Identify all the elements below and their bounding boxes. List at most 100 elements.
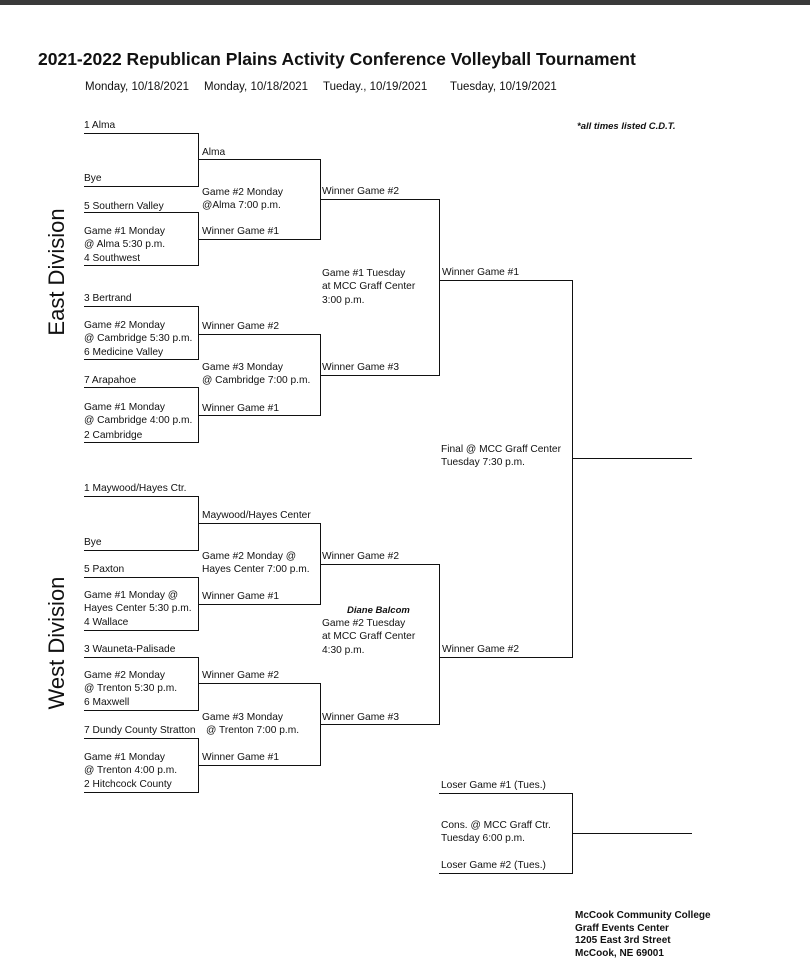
bracket-line — [439, 793, 573, 794]
team-slot: Winner Game #1 — [442, 267, 520, 278]
bracket-line — [198, 523, 321, 524]
team-slot: 1 Alma — [84, 120, 116, 131]
champion-line — [572, 458, 692, 459]
game-info: Game #2 Monday @ — [202, 551, 297, 562]
consolation-winner-line — [572, 833, 692, 834]
bracket-line — [198, 306, 199, 359]
bracket-line — [84, 550, 199, 551]
bracket-line — [84, 657, 199, 658]
bracket-line — [84, 265, 199, 266]
bracket-line — [439, 873, 573, 874]
time-zone-note: *all times listed C.D.T. — [577, 121, 676, 132]
top-edge-bar — [0, 0, 810, 5]
game-info: Hayes Center 5:30 p.m. — [84, 603, 192, 614]
team-slot: Bye — [84, 173, 102, 184]
game-info: @ Trenton 5:30 p.m. — [84, 683, 178, 694]
team-slot: Bye — [84, 537, 102, 548]
bracket-line — [84, 630, 199, 631]
bracket-line — [84, 306, 199, 307]
game-info: Game #2 Monday — [84, 670, 165, 681]
bracket-line — [84, 577, 199, 578]
bracket-line — [84, 186, 199, 187]
bracket-line — [439, 280, 573, 281]
bracket-line — [198, 239, 321, 240]
date-round-4: Tuesday, 10/19/2021 — [450, 81, 557, 93]
final-info: Tuesday 7:30 p.m. — [441, 457, 525, 468]
consolation-info: Tuesday 6:00 p.m. — [441, 833, 525, 844]
game-info: Game #1 Monday @ — [84, 590, 179, 601]
game-info: @ Cambridge 7:00 p.m. — [202, 375, 311, 386]
game-info: Game #2 Tuesday — [322, 618, 406, 629]
team-slot: Loser Game #1 (Tues.) — [441, 780, 546, 791]
team-slot: 7 Arapahoe — [84, 375, 137, 386]
game-info: 4:30 p.m. — [322, 645, 365, 656]
bracket-line — [84, 387, 199, 388]
team-slot: 7 Dundy County Stratton — [84, 725, 196, 736]
bracket-line — [198, 604, 321, 605]
team-slot: Winner Game #2 — [202, 670, 280, 681]
page-title: 2021-2022 Republican Plains Activity Con… — [38, 49, 636, 69]
bracket-line — [84, 792, 199, 793]
team-slot: 4 Southwest — [84, 253, 141, 264]
bracket-line — [84, 359, 199, 360]
team-slot: Winner Game #2 — [322, 186, 400, 197]
team-slot: Winner Game #1 — [202, 591, 280, 602]
game-info: at MCC Graff Center — [322, 631, 416, 642]
street-address: 1205 East 3rd Street — [575, 935, 671, 946]
team-slot: Winner Game #1 — [202, 226, 280, 237]
bracket-line — [439, 199, 440, 375]
final-info: Final @ MCC Graff Center — [441, 444, 561, 455]
bracket-line — [320, 724, 440, 725]
game-info: Game #1 Monday — [84, 402, 165, 413]
bracket-line — [320, 334, 321, 415]
venue-name: Graff Events Center — [575, 922, 669, 934]
bracket-line — [84, 133, 199, 134]
west-division-label: West Division — [44, 576, 69, 710]
team-slot: Winner Game #3 — [322, 712, 400, 723]
bracket-line — [84, 496, 199, 497]
college-name: McCook Community College — [575, 910, 711, 921]
bracket-line — [439, 657, 573, 658]
game-info: Game #3 Monday — [202, 712, 283, 723]
college-address: McCook Community College Graff Events Ce… — [575, 910, 711, 960]
game-info: Game #2 Monday — [84, 320, 165, 331]
game-info: @ Cambridge 4:00 p.m. — [84, 415, 193, 426]
bracket-line — [320, 564, 440, 565]
bracket-line — [84, 442, 199, 443]
game-info: Game #1 Monday — [84, 752, 165, 763]
game-info: at MCC Graff Center — [322, 281, 416, 292]
team-slot: Loser Game #2 (Tues.) — [441, 860, 546, 871]
bracket-line — [572, 280, 573, 657]
team-slot: 3 Bertrand — [84, 293, 132, 304]
bracket-line — [320, 523, 321, 604]
team-slot: 5 Paxton — [84, 564, 125, 575]
team-slot: Alma — [202, 147, 226, 158]
bracket-line — [84, 738, 199, 739]
date-round-1: Monday, 10/18/2021 — [85, 81, 190, 93]
team-slot: 6 Medicine Valley — [84, 347, 164, 358]
bracket-line — [198, 683, 321, 684]
game-info: @ Trenton 4:00 p.m. — [84, 765, 178, 776]
bracket-line — [320, 375, 440, 376]
bracket-line — [198, 415, 321, 416]
bracket-line — [198, 334, 321, 335]
game-info: @ Alma 5:30 p.m. — [84, 239, 166, 250]
bracket-line — [84, 212, 199, 213]
bracket-line — [198, 765, 321, 766]
team-slot: 5 Southern Valley — [84, 201, 164, 212]
team-slot: Winner Game #1 — [202, 403, 280, 414]
team-slot: Winner Game #2 — [442, 644, 520, 655]
official-name: Diane Balcom — [347, 605, 410, 616]
team-slot: Winner Game #2 — [202, 321, 280, 332]
bracket-line — [198, 159, 321, 160]
team-slot: 2 Hitchcock County — [84, 779, 172, 790]
bracket-line — [320, 199, 440, 200]
game-info: Game #3 Monday — [202, 362, 283, 373]
team-slot: 3 Wauneta-Palisade — [84, 644, 176, 655]
east-division-label: East Division — [44, 208, 69, 336]
game-info: 3:00 p.m. — [322, 295, 365, 306]
team-slot: 2 Cambridge — [84, 430, 143, 441]
game-info: @ Cambridge 5:30 p.m. — [84, 333, 193, 344]
game-info: @ Trenton 7:00 p.m. — [206, 725, 300, 736]
team-slot: 6 Maxwell — [84, 697, 130, 708]
